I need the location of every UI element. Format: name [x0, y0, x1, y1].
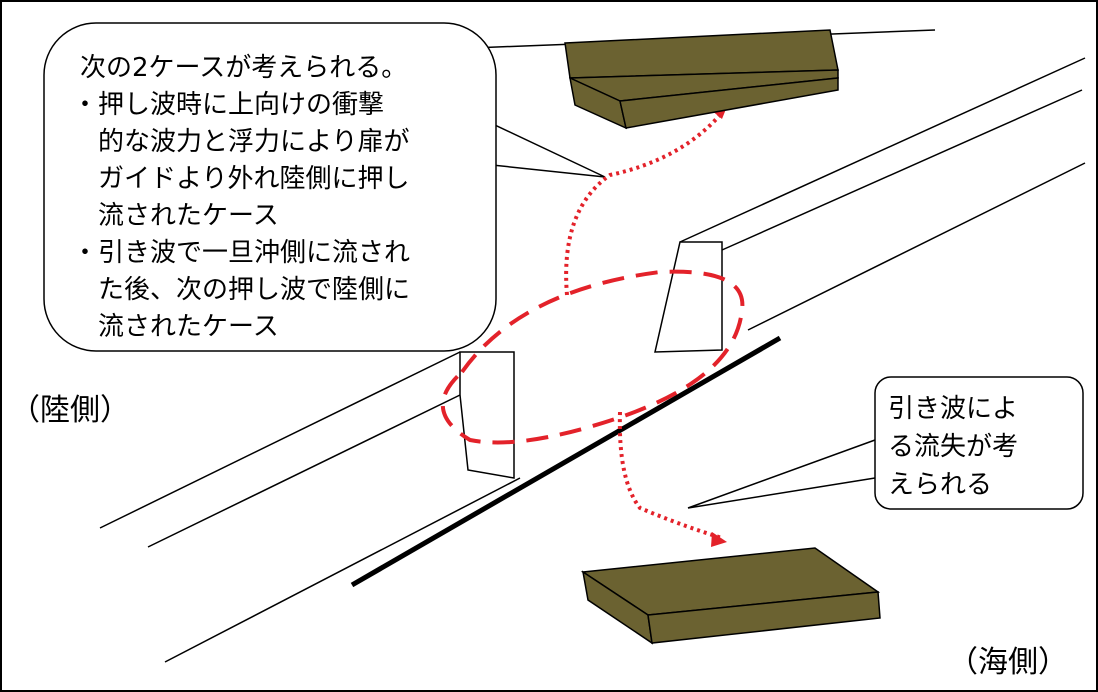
seawall-line-upper-1 [99, 351, 461, 529]
callout-main-box [43, 22, 497, 352]
callout-main-line-5: 流されたケース [72, 201, 279, 231]
callout-small-line-3: えられる [888, 470, 992, 500]
gate-guide-rail [350, 335, 782, 588]
callout-main-text: 次の2ケースが考えられる。 ・押し波時に上向けの衝撃 的な波力と浮力により扉が … [72, 53, 410, 342]
seawall-lines [99, 29, 1086, 663]
callout-main-line-3: 的な波力と浮力により扉が [72, 127, 409, 157]
flow-arrows [564, 113, 723, 540]
door-panel-lower [580, 547, 881, 645]
seawall-line-lower [164, 477, 521, 663]
gate-opening-dashed-oval [441, 269, 745, 445]
callout-main-line-1: 次の2ケースが考えられる。 [80, 53, 407, 83]
door-panel-upper [564, 29, 839, 130]
callout-small-line-1: 引き波によ [888, 394, 1018, 424]
callout-small-line-2: る流失が考 [888, 432, 1018, 462]
label-land-side: （陸側） [10, 393, 130, 428]
callout-main-line-7: た後、次の押し波で陸側に [72, 275, 410, 305]
callout-main-line-2: ・押し波時に上向けの衝撃 [72, 90, 384, 120]
arrow-head-down [711, 532, 727, 547]
seawall-line-right-1 [679, 57, 1086, 243]
arrow-push-landward [564, 113, 722, 296]
seawall-line-upper-2 [147, 394, 461, 548]
label-sea-side: （海側） [948, 645, 1068, 680]
callout-small-box [874, 376, 1084, 510]
seawall-line-right-2 [721, 89, 1083, 251]
callout-main-line-4: ガイドより外れ陸側に押し [72, 164, 409, 194]
seawall-line-right-3 [747, 162, 1086, 331]
callout-small-text: 引き波によ る流失が考 えられる [888, 394, 1018, 500]
arrow-pull-seaward [617, 411, 723, 540]
left-wall-block [459, 351, 515, 479]
callout-main-line-6: ・引き波で一旦沖側に流され [72, 238, 410, 268]
callout-main-line-8: 流されたケース [72, 312, 279, 342]
right-wall-block [654, 241, 723, 353]
